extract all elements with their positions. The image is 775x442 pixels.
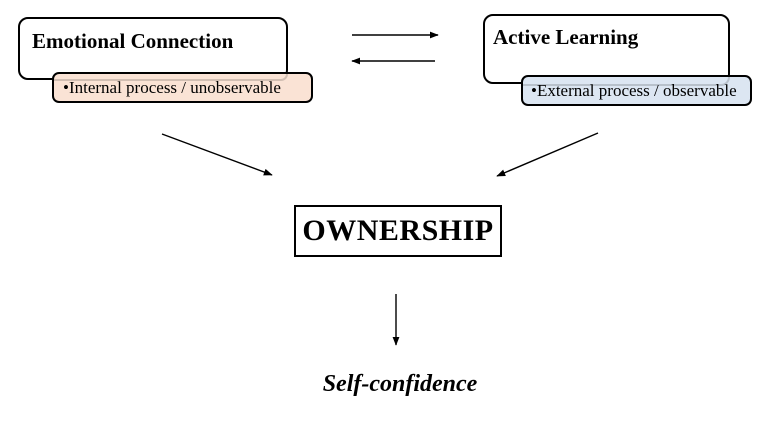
- external-process-note-text: •External process / observable: [531, 81, 737, 100]
- ownership-box: OWNERSHIP: [294, 205, 502, 257]
- emotional-connection-title: Emotional Connection: [32, 29, 234, 53]
- internal-process-note-text: •Internal process / unobservable: [63, 78, 281, 97]
- arrow-emotional-to-ownership: [161, 133, 273, 176]
- emotional-connection-box: Emotional Connection: [18, 17, 288, 80]
- self-confidence-label: Self-confidence: [322, 371, 478, 397]
- internal-process-note-box: •Internal process / unobservable: [52, 72, 313, 103]
- external-process-note-box: •External process / observable: [521, 75, 752, 106]
- arrow-active-to-ownership: [496, 132, 599, 177]
- active-learning-title: Active Learning: [493, 25, 639, 49]
- active-learning-box: Active Learning: [483, 14, 730, 84]
